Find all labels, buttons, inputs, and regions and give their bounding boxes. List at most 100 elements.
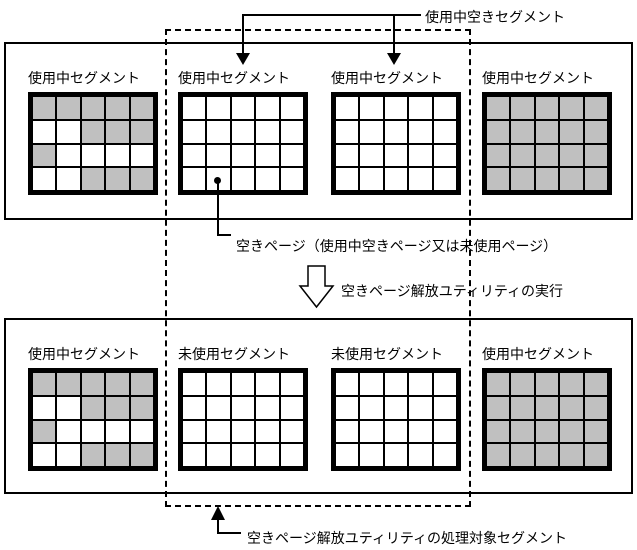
used-page-cell — [106, 396, 129, 419]
free-page-cell — [256, 168, 279, 190]
used-page-cell — [560, 144, 583, 167]
used-page-cell — [584, 420, 607, 443]
used-page-cell — [535, 396, 559, 419]
free-page-cell — [433, 420, 456, 443]
utility-run-label: 空きページ解放ユティリティの実行 — [341, 284, 564, 300]
free-page-cell — [384, 97, 408, 119]
segment-grid — [331, 368, 461, 471]
free-page-label: 空きページ（使用中空きページ又は未使用ページ） — [236, 239, 558, 255]
used-page-cell — [487, 168, 510, 190]
free-page-cell — [280, 168, 303, 190]
used-page-cell — [81, 444, 105, 466]
segment-label: 使用中セグメント — [331, 71, 443, 87]
free-page-cell — [33, 168, 56, 190]
free-page-cell — [384, 144, 408, 167]
free-page-cell — [256, 420, 279, 443]
free-page-cell — [130, 420, 153, 443]
used-page-cell — [487, 420, 510, 443]
segment-grid — [28, 368, 158, 471]
used-page-cell — [584, 97, 607, 119]
free-page-cell — [33, 120, 56, 143]
free-page-cell — [57, 168, 80, 190]
free-page-cell — [409, 97, 432, 119]
free-page-cell — [336, 144, 359, 167]
used-page-cell — [487, 97, 510, 119]
free-page-cell — [336, 120, 359, 143]
free-page-cell — [106, 420, 129, 443]
callout-line — [217, 183, 219, 236]
free-page-cell — [183, 97, 206, 119]
free-page-dot — [214, 177, 221, 184]
free-page-cell — [336, 444, 359, 466]
free-page-cell — [183, 144, 206, 167]
free-page-cell — [231, 120, 255, 143]
free-page-cell — [360, 396, 383, 419]
free-page-cell — [336, 396, 359, 419]
free-page-cell — [409, 373, 432, 395]
segment-bottom-4: 使用中セグメント — [482, 340, 612, 471]
free-page-cell — [409, 144, 432, 167]
utility-target-label: 空きページ解放ユティリティの処理対象セグメント — [247, 531, 568, 547]
used-page-cell — [130, 444, 153, 466]
segment-label: 使用中セグメント — [28, 71, 140, 87]
free-page-cell — [231, 444, 255, 466]
free-page-cell — [183, 444, 206, 466]
used-page-cell — [560, 120, 583, 143]
free-page-cell — [433, 168, 456, 190]
used-page-cell — [535, 120, 559, 143]
used-page-cell — [511, 97, 534, 119]
free-page-cell — [280, 373, 303, 395]
used-page-cell — [511, 144, 534, 167]
used-page-cell — [584, 396, 607, 419]
free-page-cell — [207, 373, 230, 395]
free-page-cell — [57, 420, 80, 443]
target-segments-dashed-box — [165, 29, 471, 507]
free-page-cell — [384, 396, 408, 419]
free-page-cell — [207, 444, 230, 466]
used-page-cell — [106, 168, 129, 190]
free-page-cell — [256, 396, 279, 419]
used-page-cell — [33, 144, 56, 167]
used-page-cell — [106, 373, 129, 395]
free-page-cell — [384, 420, 408, 443]
free-page-cell — [336, 420, 359, 443]
free-page-cell — [409, 444, 432, 466]
used-page-cell — [130, 120, 153, 143]
free-page-cell — [433, 144, 456, 167]
used-page-cell — [511, 396, 534, 419]
used-page-cell — [584, 120, 607, 143]
free-page-cell — [360, 168, 383, 190]
used-page-cell — [106, 444, 129, 466]
segment-label: 使用中セグメント — [28, 347, 140, 363]
used-page-cell — [560, 444, 583, 466]
segment-label: 使用中セグメント — [482, 71, 594, 87]
used-page-cell — [57, 97, 80, 119]
callout-line — [393, 14, 395, 54]
free-page-cell — [33, 444, 56, 466]
used-page-cell — [535, 97, 559, 119]
free-page-cell — [183, 420, 206, 443]
callout-line — [217, 532, 241, 534]
free-page-cell — [409, 168, 432, 190]
free-page-cell — [231, 97, 255, 119]
free-page-cell — [33, 396, 56, 419]
segment-label: 使用中セグメント — [482, 347, 594, 363]
free-page-cell — [433, 120, 456, 143]
used-page-cell — [584, 373, 607, 395]
free-page-cell — [433, 396, 456, 419]
used-page-cell — [106, 97, 129, 119]
used-page-cell — [487, 444, 510, 466]
free-page-cell — [280, 97, 303, 119]
used-page-cell — [130, 168, 153, 190]
free-page-cell — [256, 144, 279, 167]
arrow-up-icon — [211, 506, 225, 520]
used-page-cell — [130, 396, 153, 419]
used-page-cell — [81, 373, 105, 395]
free-page-cell — [336, 97, 359, 119]
used-page-cell — [81, 120, 105, 143]
used-page-cell — [535, 168, 559, 190]
free-page-cell — [183, 373, 206, 395]
free-page-cell — [207, 97, 230, 119]
used-page-cell — [487, 396, 510, 419]
